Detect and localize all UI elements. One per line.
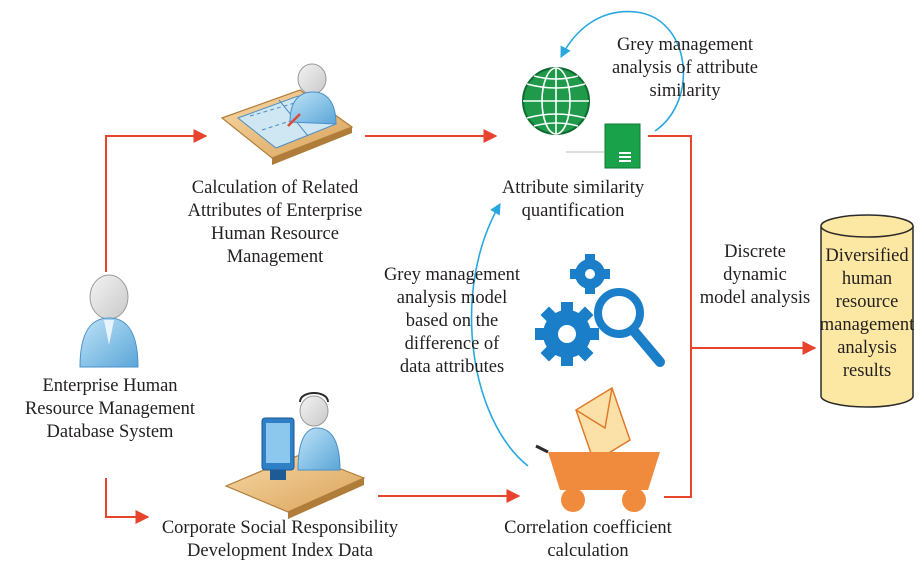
cart-with-mail-icon xyxy=(535,386,660,512)
arrow-correlation-to-similarity xyxy=(470,203,529,467)
label-discrete-model: Discrete dynamic model analysis xyxy=(699,242,811,308)
label-correlation: Correlation coefficient calculation xyxy=(504,518,672,561)
computer-operator-icon xyxy=(224,392,366,519)
server-icon xyxy=(566,123,641,169)
arrow-db-to-calculation xyxy=(105,129,208,272)
label-database-system: Enterprise Human Resource Management Dat… xyxy=(24,376,196,442)
magnifier-icon xyxy=(594,288,665,367)
arrow-similarity-to-collector xyxy=(648,135,692,498)
label-csr-index: Corporate Social Responsibility Developm… xyxy=(161,518,399,561)
designer-at-desk-icon xyxy=(220,63,354,165)
user-icon xyxy=(79,274,139,368)
arrow-db-to-csr xyxy=(105,478,150,524)
feedback-connectors xyxy=(470,10,685,467)
label-attribute-similarity: Attribute similarity quantification xyxy=(501,178,645,221)
label-results: Diversified human resource management an… xyxy=(819,246,915,381)
label-grey-similarity: Grey management analysis of attribute si… xyxy=(612,35,758,101)
cylinder-database-icon xyxy=(820,214,914,408)
globe-icon xyxy=(522,67,590,135)
gear-small-icon xyxy=(570,254,610,294)
flow-connectors xyxy=(105,129,817,524)
gear-large-icon xyxy=(535,302,599,366)
label-calculation-related: Calculation of Related Attributes of Ent… xyxy=(187,178,363,267)
label-grey-model: Grey management analysis model based on … xyxy=(383,265,521,377)
arrow-similarity-loop xyxy=(560,10,685,132)
gears-search-icon xyxy=(535,254,665,367)
